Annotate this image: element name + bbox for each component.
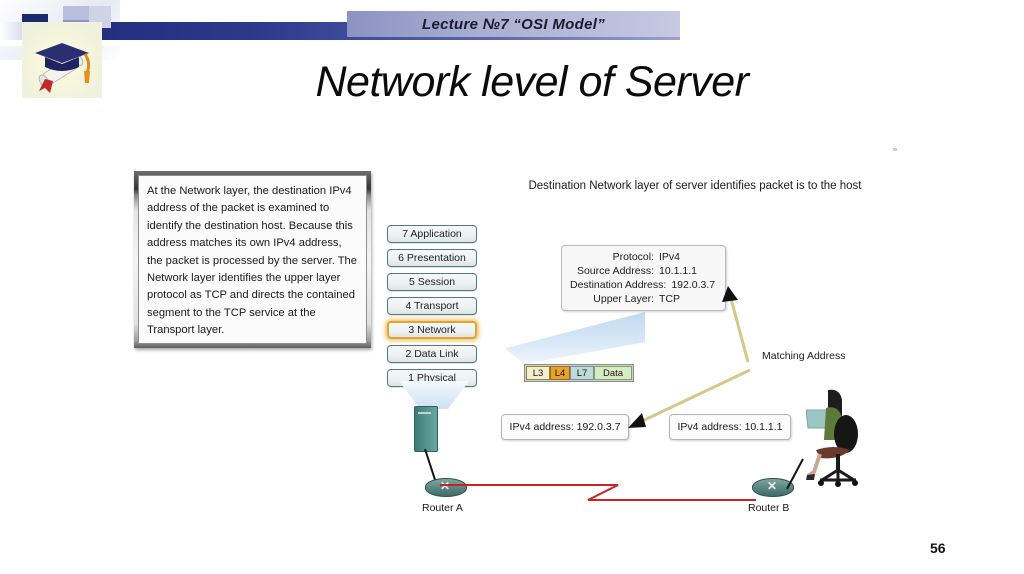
osi-layer-5[interactable]: 5 Session	[387, 273, 477, 291]
lecture-ribbon: Lecture №7 “OSI Model”	[347, 11, 680, 37]
matching-address-arrows	[628, 286, 751, 428]
lecture-ribbon-label: Lecture №7 “OSI Model”	[422, 15, 605, 33]
upper-layer-key: Upper Layer:	[593, 293, 654, 305]
packet-segment-l7: L7	[570, 366, 594, 380]
destination-address-value: 192.0.3.7	[671, 279, 716, 291]
protocol-row: Destination Address: 192.0.3.7	[570, 279, 717, 293]
matching-address-label: Matching Address	[762, 350, 846, 362]
person-at-desk-icon	[806, 389, 858, 487]
server-tower-icon	[414, 406, 438, 452]
osi-layer-6[interactable]: 6 Presentation	[387, 249, 477, 267]
osi-layer-7[interactable]: 7 Application	[387, 225, 477, 243]
stray-mark	[893, 148, 897, 151]
osi-layer-stack: 7 Application 6 Presentation 5 Session 4…	[387, 225, 477, 393]
router-b-to-host-link	[786, 458, 804, 490]
osi-layer-4-label: 4 Transport	[405, 300, 459, 312]
ipv4-address-box-destination: IPv4 address: 192.0.3.7	[501, 414, 629, 440]
diagram-caption: Destination Network layer of server iden…	[528, 180, 862, 192]
osi-layer-3[interactable]: 3 Network	[387, 321, 477, 339]
server-light-beam	[399, 381, 469, 409]
router-b-label: Router B	[748, 502, 790, 514]
osi-layer-4[interactable]: 4 Transport	[387, 297, 477, 315]
source-address-value: 10.1.1.1	[659, 265, 697, 277]
osi-layer-7-label: 7 Application	[402, 228, 462, 240]
protocol-row: Source Address: 10.1.1.1	[570, 265, 717, 279]
router-a-body	[425, 478, 467, 497]
upper-layer-value: TCP	[659, 293, 680, 305]
protocol-key: Protocol:	[612, 251, 654, 263]
explanation-panel: At the Network layer, the destination IP…	[134, 171, 371, 348]
explanation-panel-inner: At the Network layer, the destination IP…	[138, 175, 367, 344]
protocol-row: Upper Layer: TCP	[570, 293, 717, 307]
packet-segment-l3: L3	[526, 366, 550, 380]
packet-strip: L3 L4 L7 Data	[524, 364, 634, 382]
osi-layer-5-label: 5 Session	[408, 276, 456, 288]
router-b-arrows-icon: ✕	[766, 479, 778, 493]
packet-segment-l4: L4	[550, 366, 570, 380]
protocol-info-box: Protocol: IPv4 Source Address: 10.1.1.1 …	[561, 245, 726, 311]
router-a-label: Router A	[422, 502, 463, 514]
destination-address-key: Destination Address:	[570, 279, 667, 291]
slide-number: 56	[930, 540, 946, 556]
osi-layer-2[interactable]: 2 Data Link	[387, 345, 477, 363]
protocol-value: IPv4	[659, 251, 681, 263]
osi-layer-2-label: 2 Data Link	[405, 348, 459, 360]
page-title: Network level of Server	[315, 58, 750, 106]
ipv4-address-box-source: IPv4 address: 10.1.1.1	[669, 414, 791, 440]
graduation-cap-diploma-icon	[22, 22, 102, 98]
osi-layer-3-label: 3 Network	[408, 324, 456, 336]
header-square-light-1	[63, 6, 89, 20]
source-address-key: Source Address:	[576, 265, 654, 277]
router-link-line	[440, 484, 756, 501]
header-white-strip	[0, 40, 1024, 46]
explanation-text: At the Network layer, the destination IP…	[147, 185, 357, 337]
router-b-body	[752, 478, 794, 497]
packet-segment-data: Data	[594, 366, 632, 380]
osi-layer-6-label: 6 Presentation	[398, 252, 466, 264]
protocol-row: Protocol: IPv4	[570, 251, 717, 265]
router-b-icon: ✕	[752, 478, 794, 498]
